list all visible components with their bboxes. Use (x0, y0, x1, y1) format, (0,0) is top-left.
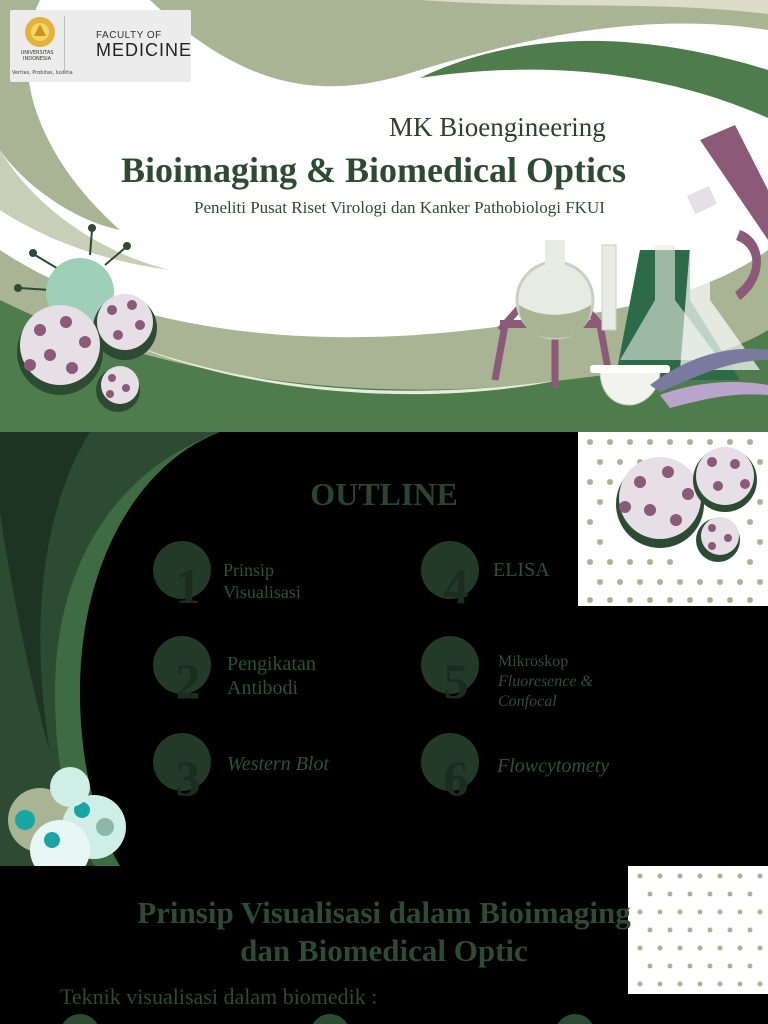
number-circle (153, 733, 211, 791)
faculty-name: MEDICINE (96, 40, 193, 60)
outline-title: OUTLINE (310, 476, 458, 512)
item-label: Flowcytomety (497, 755, 610, 777)
item-number: 6 (443, 750, 469, 806)
microscope-illustration (686, 125, 768, 300)
item-label: Mikroskop Fluoresence & Confocal (498, 653, 593, 710)
item-label: Western Blot (227, 753, 330, 775)
outline-slide-background (0, 432, 768, 866)
content-slide: Prinsip Visualisasi dalam Bioimaging dan… (0, 866, 768, 1024)
purple-virus-illustration (616, 447, 757, 562)
presentation-title: Bioimaging & Biomedical Optics (121, 150, 627, 190)
item-number: 2 (175, 653, 201, 709)
university-name: UNIVERSITAS INDONESIA (20, 50, 54, 62)
logo-divider (64, 16, 65, 74)
number-circle (421, 636, 479, 694)
slide-body-text: Teknik visualisasi dalam biomedik : (60, 984, 378, 1009)
university-motto: Veritas, Probitas, Iustitia (12, 70, 73, 76)
title-slide-background (0, 0, 768, 432)
number-circle (421, 541, 479, 599)
course-name: MK Bioengineering (389, 112, 606, 142)
outline-slide: OUTLINE 1 Prinsip Visualisasi 2 Pengikat… (0, 432, 768, 866)
item-number: 1 (175, 558, 201, 614)
item-label: Prinsip Visualisasi (223, 560, 301, 602)
item-number: 4 (443, 558, 469, 614)
content-slide-background (62, 866, 768, 1024)
item-number: 3 (175, 750, 201, 806)
faculty-label: FACULTY OF (96, 30, 162, 41)
item-label: Pengikatan Antibodi (227, 653, 316, 699)
blue-virus-illustration (8, 767, 126, 866)
virus-cluster-illustration (14, 224, 157, 412)
title-slide: UNIVERSITAS INDONESIA Veritas, Probitas,… (0, 0, 768, 432)
dot-pattern (637, 873, 763, 987)
item-number: 5 (443, 653, 469, 709)
slide-title: Prinsip Visualisasi dalam Bioimaging dan… (137, 895, 631, 968)
dot-pattern (587, 439, 763, 603)
item-label: ELISA (493, 559, 550, 581)
presenter-affiliation: Peneliti Pusat Riset Virologi dan Kanker… (194, 198, 605, 217)
number-circle (153, 541, 211, 599)
lab-glassware-illustration (491, 240, 768, 408)
number-circle (153, 636, 211, 694)
university-emblem-icon (25, 17, 55, 47)
number-circle (421, 733, 479, 791)
